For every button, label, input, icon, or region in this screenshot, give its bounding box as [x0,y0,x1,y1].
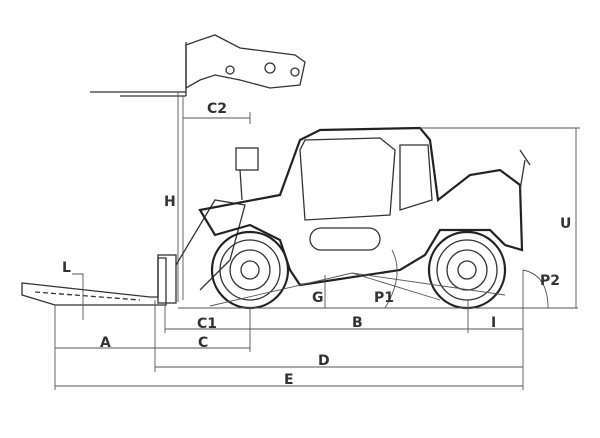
label-g: G [312,290,324,306]
label-e: E [284,372,294,388]
dimension-h: H [164,92,179,302]
label-h: H [164,194,176,210]
clearance-lines [209,272,506,307]
label-i: I [491,315,496,331]
label-c: C [198,335,208,351]
angle-p2-arc [522,269,549,309]
label-b: B [352,315,363,331]
lowered-fork [21,199,246,306]
label-c1: C1 [197,316,217,332]
label-d: D [318,353,330,369]
label-a: A [100,335,111,351]
dimension-c2: C2 [182,96,251,300]
label-p1: P1 [374,290,394,306]
label-c2: C2 [207,101,227,117]
dimension-l: L [62,260,84,320]
label-p2: P2 [540,273,560,289]
label-l: L [62,260,71,276]
rear-wheel [427,230,507,310]
raised-fork-carriage [90,34,306,97]
angle-p1-arc [384,249,398,309]
dimension-u [420,127,580,308]
label-u: U [560,216,571,232]
bottom-dimensions: C1 B I A C D E [54,270,524,390]
